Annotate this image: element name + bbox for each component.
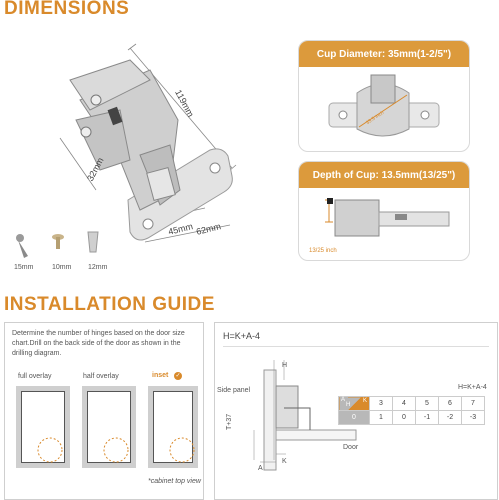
check-icon: ✓: [174, 372, 182, 380]
table-cell: 7: [461, 396, 485, 411]
hinge-dimension-drawing: [16, 43, 237, 258]
overlay-label-inset: inset: [152, 372, 169, 379]
door-inset: [148, 386, 198, 468]
cup-depth-heading: Depth of Cup: 13.5mm(13/25"): [299, 162, 469, 188]
hinge-table: A K H 3 4 5 6 7 0 1 0 -1 -2 -3: [338, 396, 485, 425]
door-label: Door: [343, 444, 359, 451]
cup-depth-side-label: 13/25 inch: [309, 248, 337, 254]
table-cell: 4: [392, 396, 416, 411]
table-corner-k: K: [362, 398, 367, 404]
cup-diameter-heading: Cup Diameter: 35mm(1-2/5"): [299, 41, 469, 67]
install-cross-section: [253, 360, 357, 471]
table-cell: -3: [461, 410, 485, 425]
formula-title: H=K+A-4: [223, 331, 261, 341]
cup-diameter-card: Cup Diameter: 35mm(1-2/5") 35.5 inch: [298, 40, 470, 152]
t-label: T+37: [226, 413, 233, 430]
instructions-text: Determine the number of hinges based on …: [12, 330, 185, 357]
table-cell: 5: [415, 396, 439, 411]
screw-label-3: 12mm: [88, 264, 108, 271]
installation-title: INSTALLATION GUIDE: [4, 294, 215, 315]
table-cell: 6: [438, 396, 462, 411]
screw-label-1: 15mm: [14, 264, 34, 271]
table-cell: 1: [369, 410, 393, 425]
table-cell: 3: [369, 396, 393, 411]
dimensions-title: DIMENSIONS: [4, 0, 130, 19]
table-corner-h: H: [346, 402, 351, 408]
overlay-label-full: full overlay: [18, 373, 52, 380]
k-label: K: [282, 458, 287, 465]
cup-depth-drawing: [325, 198, 450, 237]
formula-divider: [223, 346, 489, 347]
overlay-label-half: half overlay: [83, 373, 119, 380]
table-cell: 0: [392, 410, 416, 425]
table-cell: -1: [415, 410, 439, 425]
door-full-overlay: [16, 386, 70, 468]
cup-depth-card: Depth of Cup: 13.5mm(13/25") 13/25 inch: [298, 161, 470, 261]
table-corner-a: A: [341, 397, 346, 403]
table-row-label: 0: [338, 410, 370, 425]
a-label: A: [258, 465, 263, 472]
cup-diameter-drawing: [328, 74, 440, 137]
table-corner-cell: A K H: [338, 396, 370, 411]
hinge-position-circles: [37, 437, 195, 463]
h-label: H: [282, 362, 288, 369]
cabinet-top-view-note: *cabinet top view: [148, 478, 201, 485]
table-cell: -2: [438, 410, 462, 425]
formula-small: H=K+A-4: [458, 384, 487, 391]
side-panel-label: Side panel: [217, 387, 251, 394]
screw-label-2: 10mm: [52, 264, 72, 271]
